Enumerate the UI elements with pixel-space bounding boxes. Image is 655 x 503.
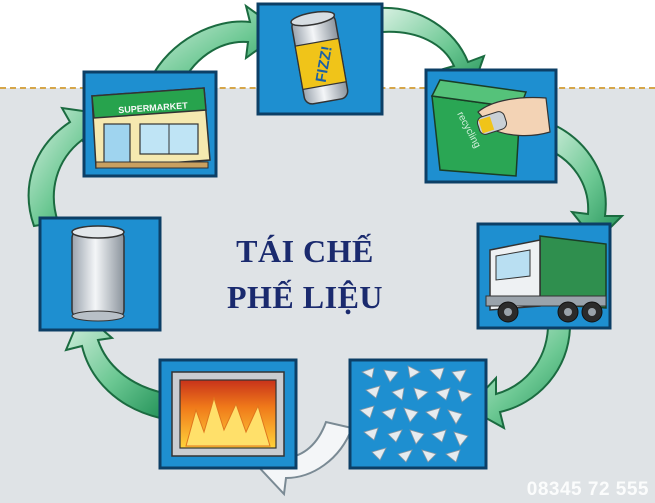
phone-watermark: 08345 72 555 (526, 479, 649, 500)
garbage-truck-icon (485, 235, 607, 323)
supermarket-sign-text: SUPERMARKET (118, 100, 189, 115)
soda-can-label: FIZZ! (313, 45, 336, 84)
panel-new-can (38, 216, 162, 332)
arrow-shredded-to-furnace (252, 420, 354, 497)
recycling-bin-icon: recycling (430, 79, 551, 177)
furnace-fire-icon (171, 371, 285, 457)
panel-soda-can: FIZZ! (256, 2, 384, 116)
page-title: TÁI CHẾ PHẾ LIỆU (225, 228, 385, 320)
panel-supermarket: SUPERMARKET (82, 70, 218, 178)
panel-garbage-truck (476, 222, 612, 330)
title-line-2: PHẾ LIỆU (226, 279, 384, 315)
soda-can-icon: FIZZ! (290, 10, 349, 105)
title-line-1: TÁI CHẾ (236, 233, 374, 269)
panel-furnace (158, 358, 298, 470)
panel-shredded-aluminum (348, 358, 488, 470)
panel-recycling-bin: recycling (424, 68, 558, 184)
shredded-metal-icon (359, 365, 473, 463)
blank-can-icon (71, 225, 125, 322)
supermarket-icon: SUPERMARKET (91, 87, 211, 169)
